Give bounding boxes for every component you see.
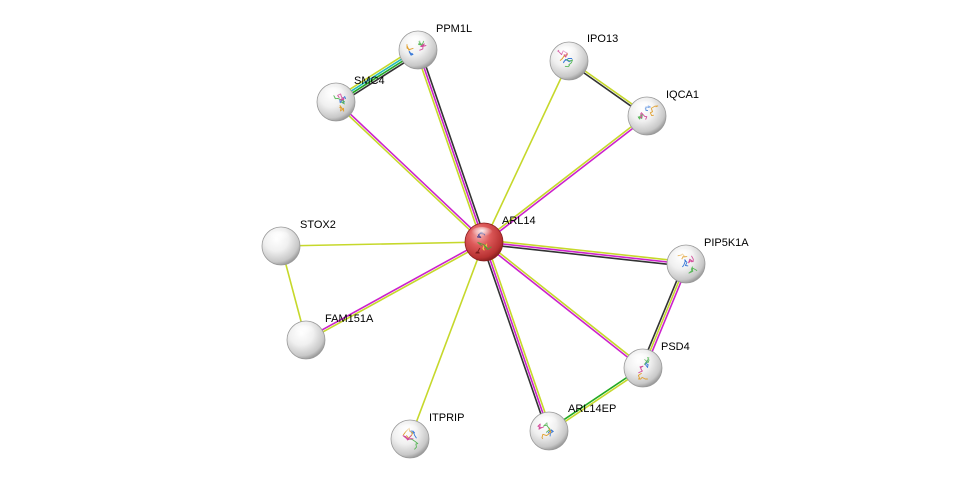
edge-arl14-stox2[interactable]: [280, 241, 485, 247]
edge-arl14-arl14ep[interactable]: [481, 241, 552, 432]
edge-line-textmining: [280, 241, 485, 247]
node-label: ARL14: [502, 215, 536, 227]
edge-line-textmining: [483, 60, 570, 243]
node-highlight: [268, 231, 290, 243]
edge-line-experiments: [484, 116, 649, 244]
edge-line-experiments: [305, 240, 484, 340]
node-label: STOX2: [300, 219, 336, 231]
node-label: ITPRIP: [429, 412, 464, 424]
node-label: IQCA1: [666, 89, 699, 101]
edge-arl14-smc4[interactable]: [334, 100, 486, 244]
node-pip5k1a[interactable]: PIP5K1A: [666, 237, 749, 284]
node-highlight: [323, 87, 345, 99]
node-label: PIP5K1A: [704, 237, 749, 249]
edge-line-experiments: [482, 242, 643, 370]
edge-arl14-pip5k1a[interactable]: [483, 239, 687, 267]
node-iqca1[interactable]: IQCA1: [627, 89, 699, 136]
node-arl14ep[interactable]: ARL14EP: [529, 403, 616, 451]
node-highlight: [630, 353, 652, 365]
edge-line-experiments: [336, 100, 486, 242]
node-highlight: [293, 325, 315, 337]
edge-arl14-ipo13[interactable]: [483, 60, 570, 243]
edge-arl14-psd4[interactable]: [482, 240, 645, 370]
edge-line-textmining: [415, 50, 483, 243]
edge-line-experiments: [417, 49, 485, 243]
edge-arl14-fam151a[interactable]: [305, 240, 485, 342]
node-ipo13[interactable]: IPO13: [549, 33, 618, 81]
node-label: PSD4: [661, 341, 690, 353]
node-label: IPO13: [587, 33, 618, 45]
node-fam151a[interactable]: FAM151A: [286, 313, 374, 360]
node-label: PPM1L: [436, 23, 472, 35]
edge-line-textmining: [409, 241, 485, 440]
edge-line-coexpression: [481, 242, 548, 432]
edge-line-textmining: [334, 102, 484, 244]
node-highlight: [673, 249, 695, 261]
edge-line-textmining: [484, 239, 687, 263]
node-label: SMC4: [354, 75, 385, 87]
edge-line-textmining: [484, 240, 645, 368]
edge-arl14-itprip[interactable]: [409, 241, 485, 440]
node-ppm1l[interactable]: PPM1L: [398, 23, 472, 70]
node-highlight: [556, 46, 578, 58]
node-arl14[interactable]: ARL14: [464, 215, 536, 262]
node-highlight: [536, 416, 558, 428]
edge-line-textmining: [485, 241, 552, 431]
node-label: ARL14EP: [568, 403, 616, 415]
node-smc4[interactable]: SMC4: [316, 75, 385, 122]
edge-line-coexpression: [419, 49, 487, 242]
node-highlight: [634, 101, 656, 113]
edge-arl14-iqca1[interactable]: [482, 114, 649, 244]
node-label: FAM151A: [325, 313, 374, 325]
node-itprip[interactable]: ITPRIP: [390, 412, 464, 459]
edge-line-textmining: [482, 114, 647, 242]
node-psd4[interactable]: PSD4: [623, 341, 690, 388]
edge-line-experiments: [483, 241, 550, 432]
node-stox2[interactable]: STOX2: [261, 219, 336, 266]
edge-line-coexpression: [483, 243, 686, 267]
node-highlight: [405, 35, 427, 47]
node-highlight: [397, 424, 419, 436]
edge-arl14-ppm1l[interactable]: [415, 49, 487, 243]
edge-line-textmining: [306, 242, 485, 342]
edge-line-experiments: [483, 241, 687, 265]
node-highlight: [471, 227, 493, 239]
